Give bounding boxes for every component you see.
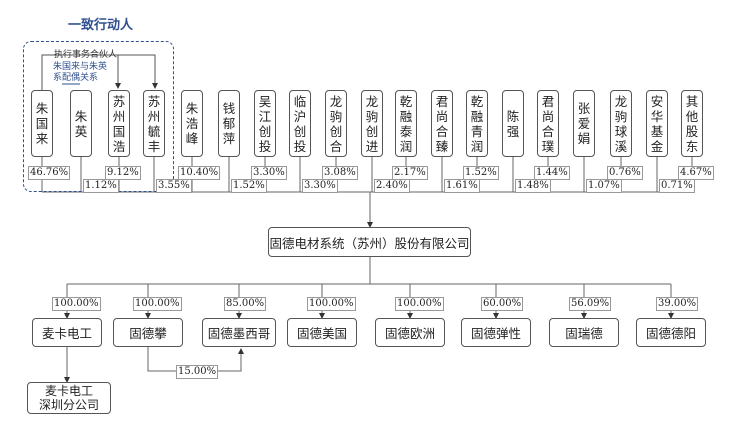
subsidiary-box: 固瑞德 — [549, 318, 619, 347]
subsidiary-box: 麦卡电工 — [32, 318, 102, 347]
shareholder-pct: 0.76% — [607, 166, 643, 180]
shareholder-box: 君 尚 合 臻 — [431, 90, 453, 157]
shareholder-box: 临 沪 创 投 — [289, 90, 311, 157]
shareholder-pct: 9.12% — [105, 166, 141, 180]
shareholder-box: 乾 融 泰 润 — [395, 90, 417, 157]
shareholder-box: 朱 浩 峰 — [181, 90, 203, 157]
shareholder-pct: 10.40% — [178, 166, 221, 180]
subsidiary-box: 固德攀 — [113, 318, 183, 347]
subsidiary-pct: 60.00% — [481, 297, 524, 311]
shareholder-box: 张 爱 娟 — [573, 90, 595, 157]
shareholder-pct: 3.30% — [251, 166, 287, 180]
subsidiary-pct: 100.00% — [395, 297, 444, 311]
shareholder-box: 钱 郁 萍 — [218, 90, 240, 157]
shareholder-pct: 46.76% — [28, 166, 71, 180]
subsidiary-box: 固德德阳 — [636, 318, 706, 347]
subsidiary-pct: 100.00% — [52, 297, 101, 311]
shareholder-pct: 1.12% — [83, 179, 119, 193]
shareholder-box: 其 他 股 东 — [681, 90, 703, 157]
shareholder-box: 龙 驹 球 溪 — [610, 90, 632, 157]
shareholder-box: 君 尚 合 璞 — [537, 90, 559, 157]
subsidiary-pct: 39.00% — [656, 297, 699, 311]
shareholder-pct: 3.55% — [156, 179, 192, 193]
shareholder-box: 乾 融 青 润 — [466, 90, 488, 157]
subsidiary-pct: 56.09% — [569, 297, 612, 311]
shareholder-box: 朱 国 来 — [31, 90, 53, 157]
group-title: 一致行动人 — [68, 18, 134, 33]
shareholder-box: 安 华 基 金 — [646, 90, 668, 157]
shareholder-pct: 1.48% — [515, 179, 551, 193]
shareholder-box: 龙 驹 创 合 — [325, 90, 347, 157]
shareholder-pct: 0.71% — [659, 179, 695, 193]
subsidiary-box: 固德欧洲 — [375, 318, 445, 347]
company-box: 固德电材系统（苏州）股份有限公司 — [268, 227, 471, 257]
shareholder-box: 朱 英 — [70, 90, 92, 157]
shareholder-box: 苏 州 毓 丰 — [143, 90, 165, 157]
shareholder-pct: 1.61% — [444, 179, 480, 193]
shareholder-pct: 1.07% — [586, 179, 622, 193]
shareholder-box: 苏 州 国 浩 — [108, 90, 130, 157]
shareholder-pct: 1.52% — [231, 179, 267, 193]
shareholder-box: 吴 江 创 投 — [254, 90, 276, 157]
shareholder-pct: 3.08% — [322, 166, 358, 180]
subsidiary-pct: 85.00% — [224, 297, 267, 311]
shareholder-box: 龙 驹 创 进 — [361, 90, 383, 157]
subsidiary-box: 固德弹性 — [461, 318, 531, 347]
subsidiary-pct: 100.00% — [307, 297, 356, 311]
shareholder-pct: 1.44% — [534, 166, 570, 180]
shareholder-pct: 3.30% — [302, 179, 338, 193]
subsidiary-box: 固德墨西哥 — [202, 318, 276, 347]
subsidiary-box: 固德美国 — [287, 318, 357, 347]
shareholder-pct: 4.67% — [678, 166, 714, 180]
shareholder-box: 陈 强 — [502, 90, 524, 157]
shareholder-pct: 1.52% — [463, 166, 499, 180]
subsidiary-pct: 100.00% — [133, 297, 182, 311]
spouse-note: 朱国来与朱英 系配偶关系 — [53, 62, 108, 83]
cross-holding-pct: 15.00% — [176, 365, 219, 379]
shareholder-pct: 2.17% — [392, 166, 428, 180]
branch-box: 麦卡电工 深圳分公司 — [27, 382, 111, 414]
partner-relation — [41, 54, 158, 90]
partner-note: 执行事务合伙人 — [54, 50, 118, 60]
shareholder-pct: 2.40% — [374, 179, 410, 193]
